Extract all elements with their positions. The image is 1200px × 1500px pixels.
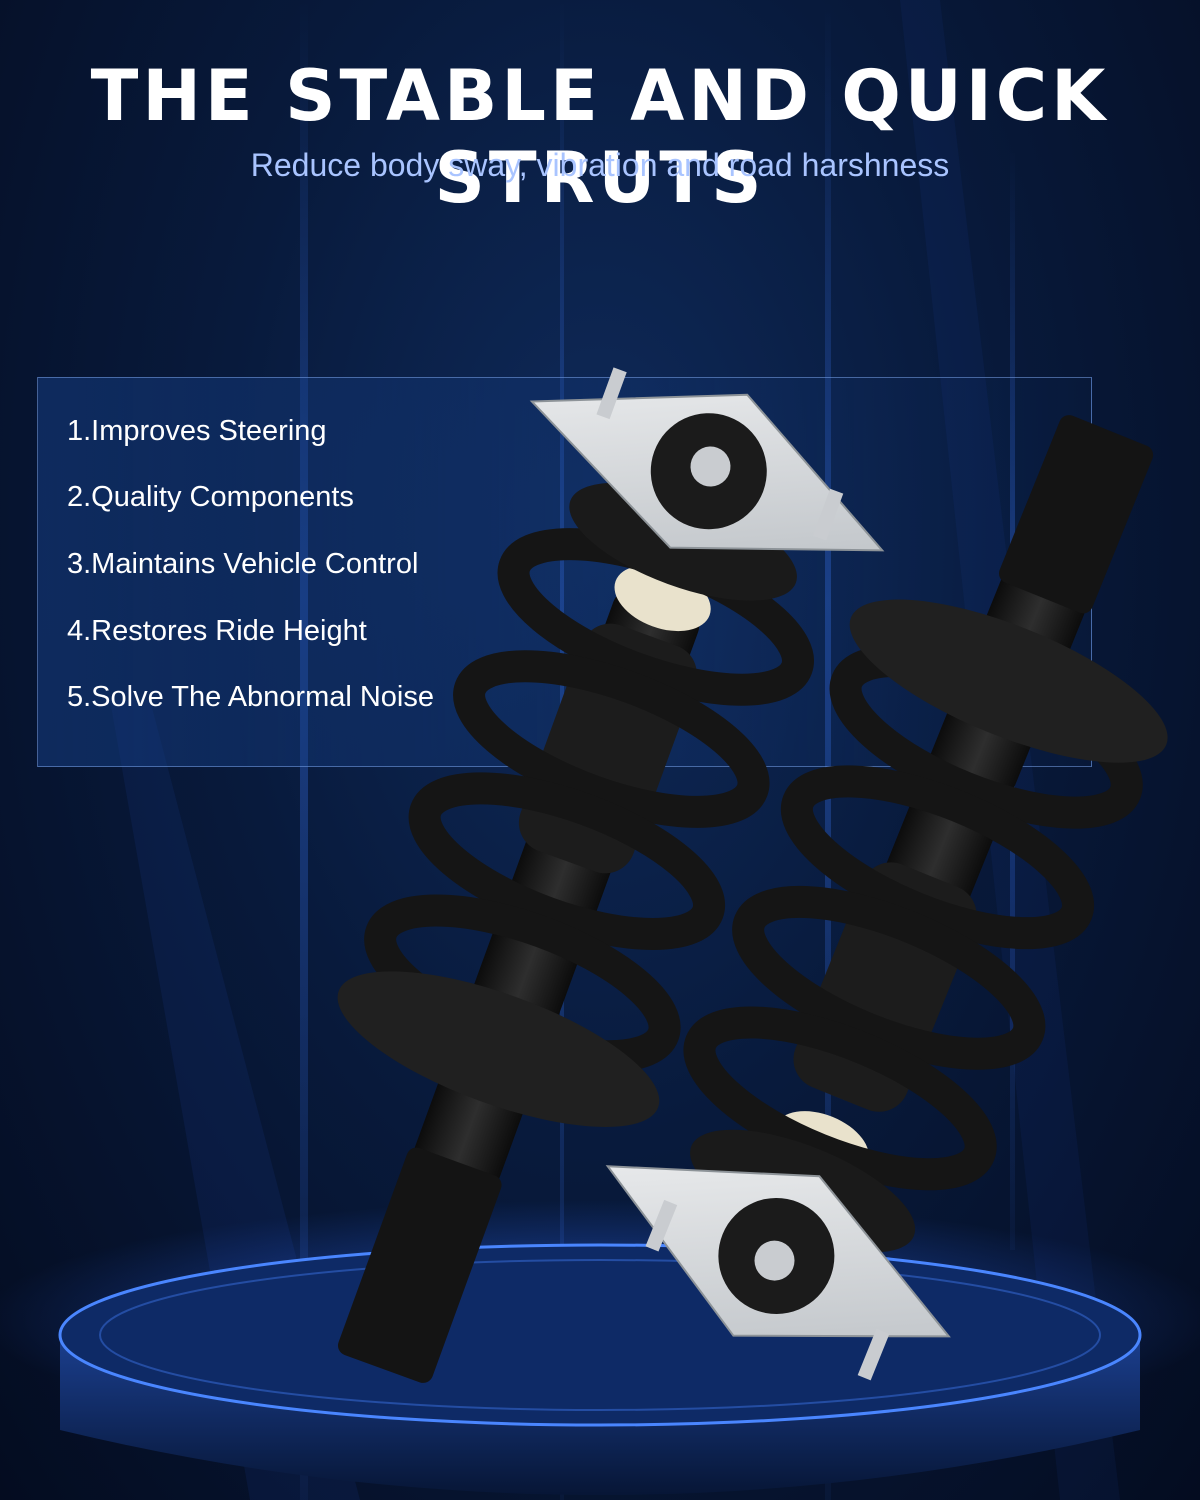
spring-seat [849,599,1168,763]
mount-nut [690,446,731,487]
feature-item-4: 4.Restores Ride Height [67,615,367,647]
mount-stud [812,488,844,541]
mount-stud [857,1328,890,1381]
spring-seat [337,971,660,1127]
left-strut-assembly [337,367,885,1383]
mount-stud [596,367,627,420]
page-title: THE STABLE AND QUICK STRUTS [90,55,1110,219]
feature-item-1: 1.Improves Steering [67,415,327,447]
knuckle-bracket [337,1147,502,1383]
knuckle-bracket [999,415,1154,614]
feature-item-3: 3.Maintains Vehicle Control [67,548,419,580]
mount-stud [645,1199,678,1252]
right-strut-assembly [605,415,1168,1381]
feature-item-2: 2.Quality Components [67,481,354,513]
mount-nut [754,1240,795,1281]
pedestal-rim [99,1259,1101,1411]
page-subtitle: Reduce body sway, vibration and road har… [250,147,950,183]
feature-item-5: 5.Solve The Abnormal Noise [67,681,435,713]
